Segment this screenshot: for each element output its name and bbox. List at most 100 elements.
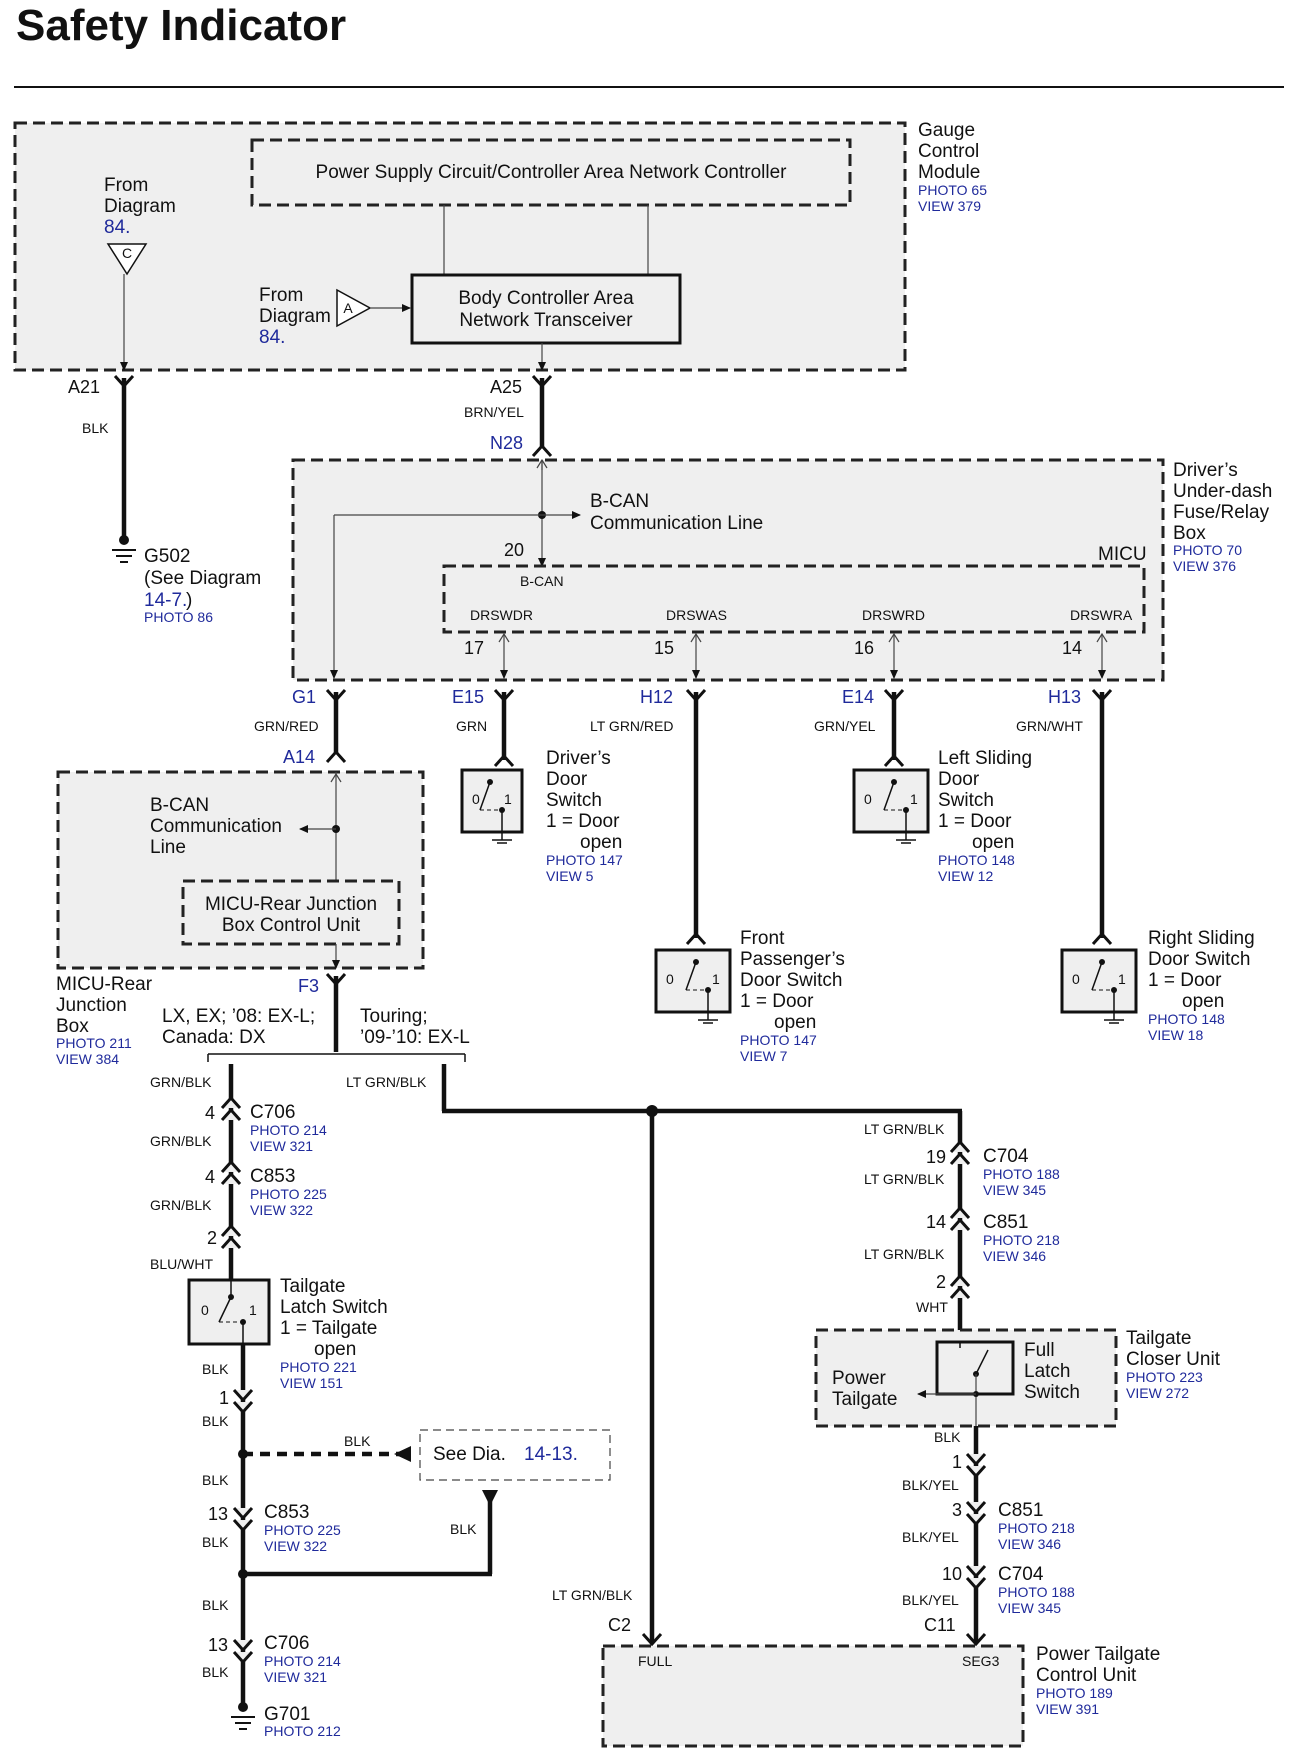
ptcu-name-2: Control Unit — [1036, 1665, 1137, 1686]
c706b-pin: 13 — [208, 1635, 228, 1655]
switch-name-front_pass-1: Passenger’s — [740, 949, 845, 970]
signal-arrowhead-2 — [888, 632, 900, 643]
c704-pin: 19 — [926, 1147, 946, 1167]
wire-see-dia: BLK — [344, 1433, 371, 1449]
g701-name: G701 — [264, 1704, 310, 1725]
wire-lt-grn-blk-3: LT GRN/BLK — [864, 1246, 945, 1262]
ptcu-photo: PHOTO 189 — [1036, 1685, 1113, 1701]
latch-view: VIEW 151 — [280, 1375, 343, 1391]
switch-view-right_sliding: VIEW 18 — [1148, 1027, 1203, 1043]
g502-see: (See Diagram — [144, 568, 261, 589]
c704b-view: VIEW 345 — [998, 1600, 1061, 1616]
rear-jb-name-2: Junction — [56, 995, 127, 1016]
c706b-view: VIEW 321 — [264, 1669, 327, 1685]
variant-left-1: LX, EX; ’08: EX-L; — [162, 1006, 315, 1027]
switch-name-front_pass-2: Door Switch — [740, 970, 842, 991]
wire-label-front_pass: LT GRN/RED — [590, 718, 674, 734]
wire-brn-yel: BRN/YEL — [464, 404, 524, 420]
wire-label-right_sliding: GRN/WHT — [1016, 718, 1083, 734]
power-tailgate-1: Power — [832, 1368, 887, 1389]
c704b-photo: PHOTO 188 — [998, 1584, 1075, 1600]
full-latch-switch — [935, 1340, 1015, 1396]
signal-arrowhead-1 — [690, 632, 702, 643]
switch-name-right_sliding-2: 1 = Door — [1148, 970, 1222, 991]
switch-blade-drivers — [479, 781, 491, 811]
g701-photo: PHOTO 212 — [264, 1723, 341, 1739]
rear-jb-name-1: MICU-Rear — [56, 974, 153, 995]
from-c-2: Diagram — [104, 196, 176, 217]
switch-blade-front_pass — [685, 961, 697, 991]
switch-name-left_sliding-4: open — [972, 832, 1014, 853]
fuse-box-name-1: Driver’s — [1173, 460, 1238, 481]
from-a-1: From — [259, 285, 303, 306]
variant-right-1: Touring; — [360, 1006, 428, 1027]
pin-2-left: 2 — [207, 1228, 217, 1248]
switch-pos1-right_sliding: 1 — [1118, 971, 1126, 987]
from-c-1: From — [104, 175, 148, 196]
signal-arrowhead-3 — [1096, 632, 1108, 643]
power-supply-box — [250, 138, 852, 207]
pin-c11: C11 — [924, 1615, 956, 1635]
connector-a-marker — [336, 288, 372, 328]
c704-view: VIEW 345 — [983, 1182, 1046, 1198]
closer-name-1: Tailgate — [1126, 1328, 1192, 1349]
micu-pin-3: 14 — [1062, 638, 1082, 658]
gauge-name-1: Gauge — [918, 120, 975, 141]
c851-photo: PHOTO 218 — [983, 1232, 1060, 1248]
pin-2-right: 2 — [936, 1272, 946, 1292]
switch-name-front_pass-0: Front — [740, 928, 785, 949]
power-tailgate-2: Tailgate — [832, 1389, 898, 1410]
c853b-pin: 13 — [208, 1504, 228, 1524]
rear-bcan-3: Line — [150, 837, 186, 858]
switch-photo-right_sliding: PHOTO 148 — [1148, 1011, 1225, 1027]
fuse-box-name-2: Under-dash — [1173, 481, 1272, 502]
switch-photo-front_pass: PHOTO 147 — [740, 1032, 817, 1048]
wire-lt-grn-blk-top: LT GRN/BLK — [346, 1074, 427, 1090]
c853b-photo: PHOTO 225 — [264, 1522, 341, 1538]
switch-view-left_sliding: VIEW 12 — [938, 868, 993, 884]
full-latch-2: Latch — [1024, 1361, 1070, 1382]
full-latch-1: Full — [1024, 1340, 1055, 1361]
switch-name-front_pass-4: open — [774, 1012, 816, 1033]
tailgate-latch-switch — [187, 1278, 271, 1346]
closer-name-2: Closer Unit — [1126, 1349, 1221, 1370]
switch-name-left_sliding-0: Left Sliding — [938, 748, 1032, 769]
switch-view-front_pass: VIEW 7 — [740, 1048, 788, 1064]
pin-a14: A14 — [283, 747, 315, 767]
c853-name: C853 — [250, 1166, 295, 1187]
c851-name: C851 — [983, 1212, 1028, 1233]
latch-pos0: 0 — [201, 1302, 209, 1318]
rear-jb-name-3: Box — [56, 1016, 89, 1037]
switch-name-front_pass-3: 1 = Door — [740, 991, 814, 1012]
switch-blade-right_sliding — [1091, 961, 1103, 991]
closer-photo: PHOTO 223 — [1126, 1369, 1203, 1385]
switch-pos0-front_pass: 0 — [666, 971, 674, 987]
wire-blk-5: BLK — [202, 1597, 229, 1613]
c706b-name: C706 — [264, 1633, 309, 1654]
c706-view: VIEW 321 — [250, 1138, 313, 1154]
wire-wht: WHT — [916, 1299, 948, 1315]
g502-ref-suffix: ) — [186, 590, 192, 611]
door-switch-left_sliding — [852, 768, 930, 834]
connector-drivers: E15 — [452, 687, 484, 707]
rear-bcan-1: B-CAN — [150, 795, 209, 816]
rear-jb-view: VIEW 384 — [56, 1051, 119, 1067]
latch-name-4: open — [314, 1339, 356, 1360]
marker-a-label: A — [343, 300, 353, 316]
switch-name-left_sliding-3: 1 = Door — [938, 811, 1012, 832]
wire-blk-yel-3: BLK/YEL — [902, 1592, 959, 1608]
wire-blk-yel-1: BLK/YEL — [902, 1477, 959, 1493]
switch-pos0-drivers: 0 — [472, 791, 480, 807]
from-c-ref: 84. — [104, 217, 130, 238]
variant-left-2: Canada: DX — [162, 1027, 266, 1048]
wire-g502: BLK — [82, 420, 109, 436]
c851b-pin: 3 — [952, 1500, 962, 1520]
wire-blk-yel-2: BLK/YEL — [902, 1529, 959, 1545]
rear-control-unit-box — [181, 879, 401, 946]
closer-view: VIEW 272 — [1126, 1385, 1189, 1401]
bcan-line-label-2: Communication Line — [590, 513, 763, 534]
switch-name-left_sliding-2: Switch — [938, 790, 994, 811]
pin-a25: A25 — [490, 377, 522, 397]
transceiver-box — [410, 273, 682, 345]
